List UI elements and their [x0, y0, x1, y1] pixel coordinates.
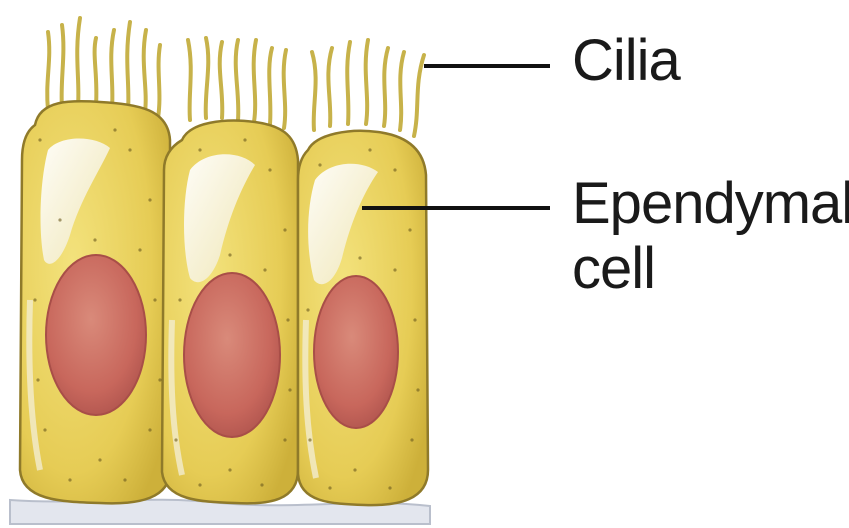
ependymal-label-line1: Ependymal	[572, 172, 849, 237]
nucleus-1	[46, 255, 146, 415]
ependymal-cell-3	[298, 131, 428, 505]
ependymal-cell-2	[162, 121, 298, 504]
nucleus-2	[184, 273, 280, 437]
cilia-label: Cilia	[572, 32, 680, 90]
ependymal-cell-1	[20, 101, 170, 503]
ependymal-cell-label: Ependymal cell	[572, 172, 849, 302]
ependymal-label-line2: cell	[572, 237, 849, 302]
nucleus-3	[314, 276, 398, 428]
